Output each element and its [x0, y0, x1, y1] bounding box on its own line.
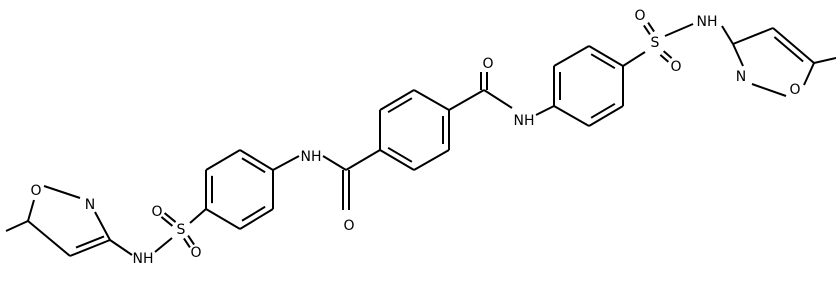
phenyl-left-bond — [205, 208, 241, 230]
sulfonyl-oxygen-left-top: O — [151, 204, 162, 220]
s-n-bond-right — [664, 23, 694, 37]
s-n-bond-left — [154, 237, 173, 253]
phenyl-left-double-bond — [241, 205, 266, 222]
isoxazole-nitrogen-left: N — [85, 197, 95, 213]
phenyl-right-bond — [588, 45, 624, 67]
sulfonyl-double-right-bottom — [659, 54, 670, 63]
isoxazole-right-bond — [732, 27, 774, 45]
isoxazole-left-bond — [27, 199, 35, 222]
methyl-bond-left — [5, 220, 29, 232]
isoxazole-right-double-bond — [773, 36, 804, 63]
phenyl-right-double-bond — [590, 53, 616, 70]
isoxazole-right-bond — [732, 43, 744, 67]
isoxazole-left-bond — [27, 220, 71, 257]
sulfonyl-double-left-top — [160, 216, 174, 227]
amide-ring-bond-left — [345, 149, 381, 171]
isoxazole-left-bond — [69, 239, 111, 257]
sulfonyl-double-right-top — [643, 24, 651, 35]
s-aryl-bond-left — [189, 208, 207, 224]
amide-ring-bond-right — [448, 89, 485, 111]
sulfonyl-double-right-bottom — [662, 50, 673, 59]
sulfur-right: S — [651, 35, 660, 51]
sulfonyl-double-left-bottom — [183, 237, 191, 248]
carbonyl-oxygen-right: O — [482, 56, 493, 72]
sulfonamide-nh-left: NH — [133, 251, 154, 267]
amide-n-bond-left — [272, 155, 300, 171]
n-link-left — [109, 239, 133, 256]
carbonyl-oxygen-left: O — [343, 218, 354, 234]
n-link-right — [721, 25, 734, 45]
phenyl-left-bond — [239, 208, 274, 230]
sulfonamide-nh-right: NH — [697, 14, 718, 30]
isoxazole-right-bond — [751, 83, 787, 97]
bond-layer — [5, 22, 836, 257]
methyl-bond-right — [813, 57, 836, 64]
sulfonyl-double-right-top — [647, 22, 655, 33]
sulfonyl-oxygen-right-top: O — [634, 8, 645, 24]
sulfonyl-oxygen-left-bottom: O — [190, 245, 201, 261]
phenyl-right-bond — [588, 105, 624, 127]
phenyl-center-double-bond — [387, 146, 413, 163]
phenyl-right-double-bond — [590, 102, 616, 119]
phenyl-center-bond — [379, 89, 415, 111]
phenyl-right-bond — [553, 105, 590, 127]
atom-label-layer: O N NH S O O NH O O NH S O O NH N O — [30, 8, 800, 267]
phenyl-left-bond — [205, 149, 241, 171]
phenyl-center-bond — [413, 149, 450, 171]
amide-nh-right: NH — [514, 113, 535, 129]
phenyl-right-bond — [553, 45, 590, 67]
amide-n-bond-right — [535, 105, 555, 116]
amide-nh-left: NH — [301, 149, 322, 165]
amide-c-bond-right — [483, 89, 513, 109]
s-aryl-bond-right — [622, 51, 646, 67]
isoxazole-oxygen-right: O — [789, 82, 800, 98]
amide-c-bond-left — [322, 155, 347, 171]
isoxazole-right-bond — [772, 27, 815, 64]
phenyl-left-double-bond — [241, 157, 266, 174]
sulfur-left: S — [177, 222, 186, 238]
isoxazole-left-bond — [94, 211, 111, 241]
phenyl-center-double-bond — [387, 97, 413, 114]
isoxazole-left-double-bond — [75, 235, 105, 249]
sulfonyl-oxygen-right-bottom: O — [670, 59, 681, 75]
isoxazole-nitrogen-right: N — [736, 69, 746, 85]
sulfonyl-double-left-bottom — [187, 235, 195, 246]
isoxazole-oxygen-left: O — [30, 183, 41, 199]
phenyl-left-bond — [239, 149, 274, 171]
sulfonyl-double-left-top — [163, 212, 177, 223]
phenyl-center-bond — [413, 89, 450, 111]
phenyl-center-bond — [379, 149, 415, 171]
isoxazole-left-bond — [43, 185, 81, 199]
isoxazole-right-bond — [803, 62, 815, 86]
